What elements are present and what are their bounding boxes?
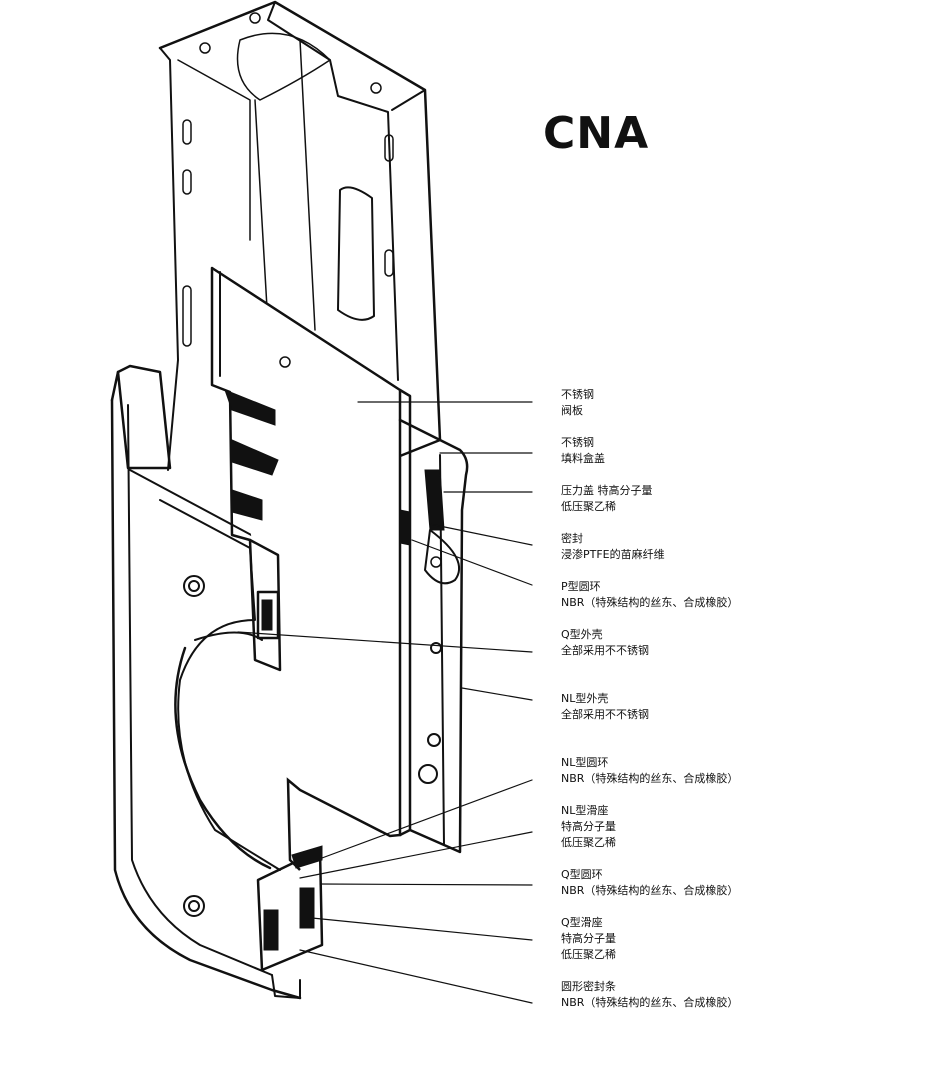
callout-line: Q型外壳 [561,628,603,641]
callout-pressure-cover: 压力盖 特高分子量 低压聚乙稀 [561,483,653,515]
callout-line: 圆形密封条 [561,980,616,993]
callout-q-ring: Q型圆环 NBR（特殊结构的丝东、合成橡胶） [561,867,738,899]
gate-blade [210,266,412,871]
packing-gland [398,418,469,854]
callout-line: 不锈钢 [561,388,594,401]
callout-line: 低压聚乙稀 [561,500,616,513]
callout-q-slide-seat: Q型滑座 特高分子量 低压聚乙稀 [561,915,616,963]
callout-line: 全部采用不不锈钢 [561,708,649,721]
product-title: CNA [543,108,650,159]
callout-line: NBR（特殊结构的丝东、合成橡胶） [561,772,739,785]
callout-seal: 密封 浸渗PTFE的苗麻纤维 [561,531,665,563]
callout-line: NL型外壳 [561,692,609,705]
callout-round-seal-strip: 圆形密封条 NBR（特殊结构的丝东、合成橡胶） [561,979,738,1011]
callout-line: Q型滑座 [561,916,603,929]
callout-line: NBR（特殊结构的丝东、合成橡胶） [561,996,739,1009]
callout-line: 密封 [561,532,583,545]
callout-line: 低压聚乙稀 [561,948,616,961]
callout-line: 压力盖 特高分子量 [561,484,653,497]
leader-lines [237,401,533,1004]
callout-line: 全部采用不不锈钢 [561,644,649,657]
yoke-frame [158,0,442,471]
callout-line: P型圆环 [561,580,601,593]
callout-line: NBR（特殊结构的丝东、合成橡胶） [561,884,739,897]
callout-nl-housing: NL型外壳 全部采用不不锈钢 [561,691,649,723]
callout-nl-slide-seat: NL型滑座 特高分子量 低压聚乙稀 [561,803,616,851]
callout-line: 特高分子量 [561,932,616,945]
callout-stainless-gland-cover: 不锈钢 填料盒盖 [561,435,605,467]
callout-line: NL型圆环 [561,756,609,769]
seal-sections [224,389,324,999]
callout-line: 低压聚乙稀 [561,836,616,849]
callout-stainless-blade: 不锈钢 阀板 [561,387,594,419]
callout-line: 不锈钢 [561,436,594,449]
valve-body [110,364,302,1000]
callout-line: 填料盒盖 [561,452,605,465]
callout-line: NL型滑座 [561,804,609,817]
callout-line: 浸渗PTFE的苗麻纤维 [561,548,665,561]
callout-line: NBR（特殊结构的丝东、合成橡胶） [561,596,739,609]
callout-line: 阀板 [561,404,583,417]
callout-nl-ring: NL型圆环 NBR（特殊结构的丝东、合成橡胶） [561,755,738,787]
callout-p-ring: P型圆环 NBR（特殊结构的丝东、合成橡胶） [561,579,738,611]
callout-q-housing: Q型外壳 全部采用不不锈钢 [561,627,649,659]
callout-line: Q型圆环 [561,868,603,881]
callout-line: 特高分子量 [561,820,616,833]
